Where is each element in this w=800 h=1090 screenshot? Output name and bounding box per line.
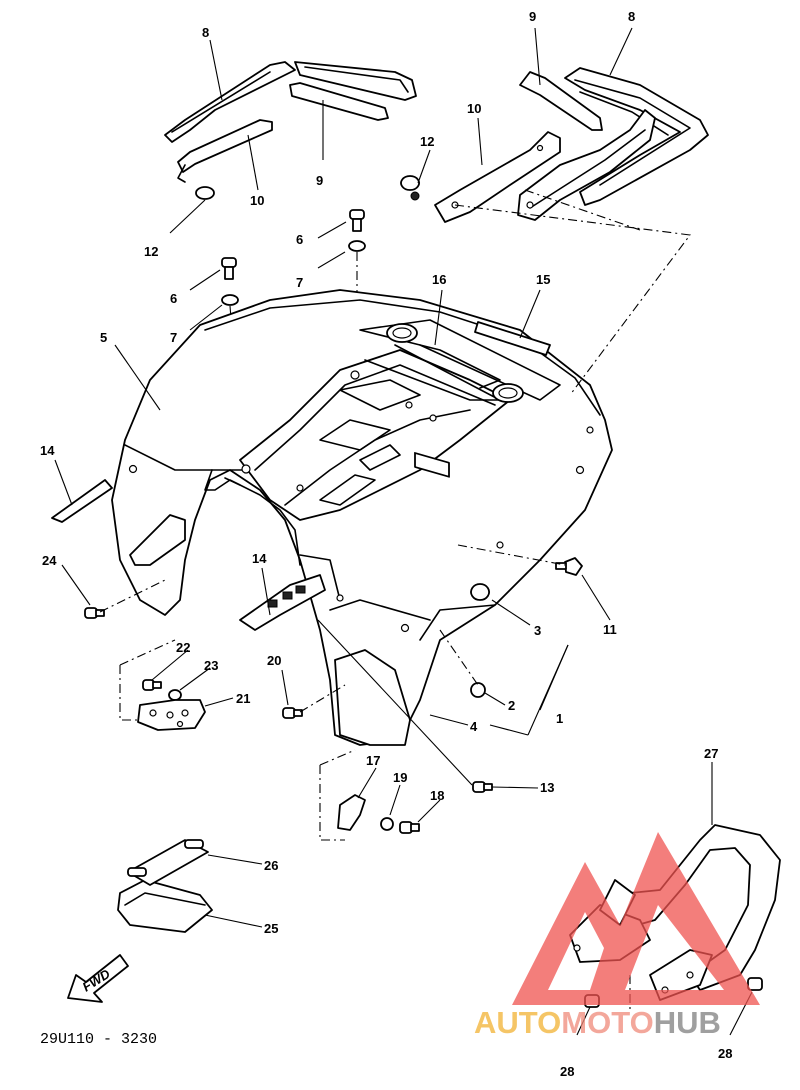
callout-22: 22 [176, 640, 190, 655]
callout-26: 26 [264, 858, 278, 873]
callout-23: 23 [204, 658, 218, 673]
callout-24: 24 [42, 553, 57, 568]
callout-10-right: 10 [467, 101, 481, 116]
callout-6-upper: 6 [296, 232, 303, 247]
callout-12-right: 12 [420, 134, 434, 149]
callout-20: 20 [267, 653, 281, 668]
callout-14-left: 14 [40, 443, 55, 458]
reflectors [51, 321, 551, 631]
callout-12-left: 12 [144, 244, 158, 259]
callout-labels: 1 2 3 4 5 6 6 7 7 8 8 9 9 10 10 11 12 12… [40, 9, 732, 1079]
callout-27: 27 [704, 746, 718, 761]
watermark-text: AUTOMOTOHUB [474, 1005, 721, 1040]
callout-21: 21 [236, 691, 250, 706]
callout-7-upper: 7 [296, 275, 303, 290]
watermark-auto: AUTO [474, 1005, 561, 1040]
callout-28-right: 28 [718, 1046, 732, 1061]
right-side-cover-set [400, 67, 709, 223]
callout-11: 11 [603, 622, 617, 637]
callout-28-left: 28 [560, 1064, 574, 1079]
callout-6-lower: 6 [170, 291, 177, 306]
callout-3: 3 [534, 623, 541, 638]
callout-8-left: 8 [202, 25, 209, 40]
callout-17: 17 [366, 753, 380, 768]
callout-15: 15 [536, 272, 550, 287]
callout-8-right: 8 [628, 9, 635, 24]
left-side-cover-set [164, 61, 417, 200]
watermark-hub: HUB [654, 1005, 721, 1040]
callout-9-right: 9 [529, 9, 536, 24]
watermark-triangle [512, 832, 760, 1005]
callout-7-lower: 7 [170, 330, 177, 345]
callout-14-center: 14 [252, 551, 267, 566]
callout-25: 25 [264, 921, 278, 936]
small-hardware [84, 557, 583, 933]
leader-lines [54, 27, 753, 1036]
callout-16: 16 [432, 272, 446, 287]
callout-13: 13 [540, 780, 554, 795]
callout-19: 19 [393, 770, 407, 785]
rear-fender [111, 289, 613, 746]
callout-1: 1 [556, 711, 563, 726]
callout-2: 2 [508, 698, 515, 713]
watermark-moto: MOTO [561, 1005, 653, 1040]
callout-18: 18 [430, 788, 444, 803]
figure-code: 29U110 - 3230 [40, 1031, 157, 1048]
assembly-lines [99, 189, 692, 1010]
callout-9-left: 9 [316, 173, 323, 188]
callout-5: 5 [100, 330, 107, 345]
fwd-arrow: FWD [67, 954, 129, 1003]
callout-10-left: 10 [250, 193, 264, 208]
callout-4: 4 [470, 719, 478, 734]
watermark-logo: AUTOMOTOHUB [474, 832, 760, 1040]
